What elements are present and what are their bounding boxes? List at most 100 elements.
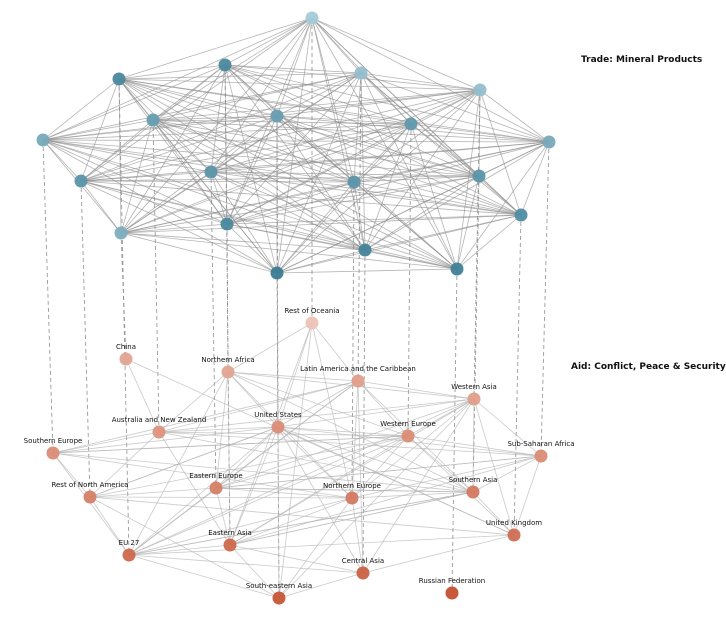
trade-edge <box>364 141 550 251</box>
trade-node <box>146 113 160 127</box>
trade-edge <box>42 78 120 141</box>
trade-edge <box>226 141 550 225</box>
aid-edge <box>227 371 475 400</box>
aid-edge <box>128 554 364 574</box>
aid-node-label: Latin America and the Caribbean <box>300 365 416 373</box>
trade-edge <box>353 89 481 183</box>
trade-node <box>347 175 361 189</box>
trade-edge <box>311 17 481 91</box>
trade-edge <box>276 89 481 117</box>
trade-edge <box>120 232 458 270</box>
trade-edge <box>120 223 228 234</box>
trade-edge <box>276 17 313 117</box>
aid-edge <box>158 398 475 433</box>
aid-edge <box>277 398 475 428</box>
trade-edge <box>118 78 458 270</box>
aid-node-label: Southern Asia <box>449 476 498 484</box>
trade-edge <box>152 119 212 173</box>
aid-edge <box>52 380 359 454</box>
aid-edge <box>277 380 359 428</box>
aid-edge <box>357 380 475 400</box>
aid-edge <box>158 431 474 493</box>
trade-edge <box>42 139 278 274</box>
aid-edge <box>311 322 353 499</box>
trade-edge <box>276 115 366 251</box>
aid-edge <box>215 426 279 489</box>
aid-layer-title: Aid: Conflict, Peace & Security <box>571 362 726 372</box>
aid-edge <box>128 426 279 556</box>
aid-edge <box>229 455 542 546</box>
aid-edge <box>227 371 279 428</box>
aid-edge <box>351 491 474 499</box>
aid-edge <box>52 452 130 556</box>
trade-edge <box>410 89 481 125</box>
trade-edge <box>42 139 522 216</box>
trade-edge <box>520 141 550 216</box>
trade-node <box>305 11 319 25</box>
trade-edge <box>80 180 278 274</box>
interlayer-link <box>407 123 412 437</box>
aid-edge <box>128 398 475 556</box>
trade-layer-title: Trade: Mineral Products <box>581 55 703 65</box>
trade-edge <box>80 72 362 182</box>
trade-edge <box>80 171 212 182</box>
aid-node <box>445 586 459 600</box>
aid-edge <box>277 426 409 437</box>
trade-edge <box>210 72 362 173</box>
trade-edge <box>276 17 313 274</box>
aid-edge <box>89 496 280 599</box>
trade-node <box>270 266 284 280</box>
aid-edge <box>362 534 515 574</box>
trade-edge <box>353 181 522 216</box>
trade-edge <box>276 214 522 274</box>
trade-edge <box>80 180 228 225</box>
aid-node-label: United Kingdom <box>486 519 542 527</box>
trade-edge <box>224 64 550 143</box>
trade-edge <box>120 115 278 234</box>
interlayer-link <box>540 141 550 457</box>
aid-edge <box>357 380 474 493</box>
aid-edge <box>473 398 542 457</box>
trade-edge <box>80 175 480 182</box>
aid-edge <box>158 431 542 457</box>
trade-node <box>204 165 218 179</box>
interlayer-link <box>362 249 366 574</box>
aid-node-label: Western Europe <box>380 420 436 428</box>
aid-node-label: Eastern Asia <box>208 529 252 537</box>
aid-edge <box>357 380 364 574</box>
trade-edge <box>42 139 212 173</box>
trade-edge <box>224 64 412 125</box>
aid-node-label: Northern Europe <box>323 482 381 490</box>
aid-edge <box>227 371 359 382</box>
trade-edge <box>42 139 82 182</box>
trade-edge <box>364 249 458 270</box>
aid-node-label: Rest of Oceania <box>284 307 339 315</box>
trade-edge <box>224 64 278 117</box>
trade-node <box>472 169 486 183</box>
aid-edge <box>128 435 409 556</box>
aid-node-label: Sub-Saharan Africa <box>507 440 574 448</box>
aid-node <box>223 538 237 552</box>
aid-edge <box>229 497 353 546</box>
trade-edge <box>118 78 481 91</box>
trade-edge <box>311 17 550 143</box>
interlayer-link <box>118 78 130 556</box>
interlayer-link <box>80 180 91 498</box>
aid-node-label: Russian Federation <box>419 577 485 585</box>
aid-node <box>466 485 480 499</box>
trade-edge <box>118 78 122 234</box>
aid-edge <box>215 455 542 489</box>
aid-edge <box>52 452 474 493</box>
trade-edge <box>80 141 550 182</box>
trade-edge <box>456 214 522 270</box>
trade-edge <box>364 89 481 251</box>
aid-edge <box>89 431 160 498</box>
aid-edge <box>407 435 474 493</box>
trade-node <box>514 208 528 222</box>
trade-edge <box>80 180 122 234</box>
trade-edge <box>120 17 313 234</box>
aid-node <box>272 591 286 605</box>
aid-node <box>507 528 521 542</box>
trade-edge <box>210 171 228 225</box>
